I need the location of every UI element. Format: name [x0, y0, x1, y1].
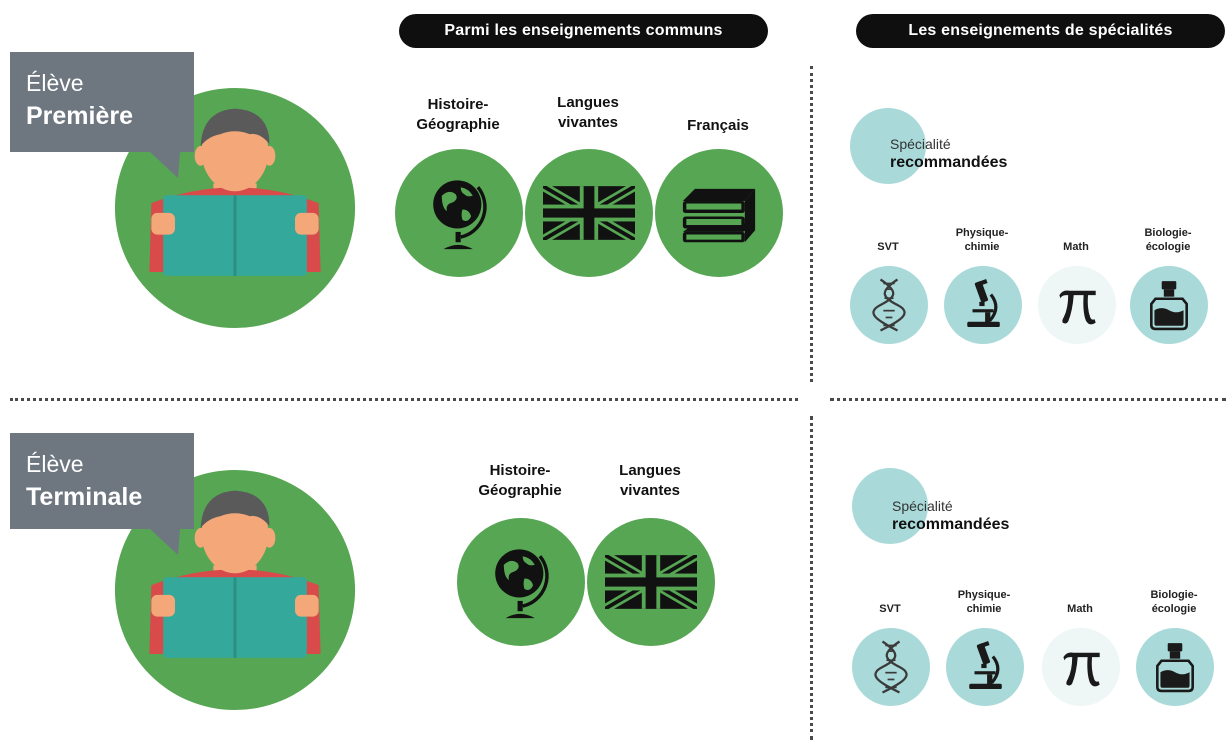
vertical-divider-bottom [810, 416, 813, 740]
subject-histoire [395, 149, 523, 277]
subject-francais [655, 149, 783, 277]
spec-math [1038, 266, 1116, 344]
spec-biologie [1136, 628, 1214, 706]
spec-biologie [1130, 266, 1208, 344]
dna-icon [874, 638, 908, 696]
spec-title-line1: Spécialité [890, 136, 951, 152]
microscope-icon [962, 278, 1004, 332]
spec-math [1042, 628, 1120, 706]
specialty-courses-header: Les enseignements de spécialités [856, 14, 1225, 48]
student-badge-premiere: Élève Première [10, 52, 194, 178]
spec-title-line2: recommandées [892, 516, 1010, 533]
flask-icon [1148, 279, 1190, 331]
spec-label-math: Math [1063, 241, 1089, 253]
dna-icon [872, 276, 906, 334]
spec-label-biologie: Biologie- écologie [1144, 227, 1192, 253]
subject-label-histoire: Histoire- Géographie [416, 96, 500, 133]
subject-langues [525, 149, 653, 277]
student-badge-line2: Première [26, 102, 134, 130]
spec-label-svt: SVT [879, 603, 901, 615]
spec-title-terminale: Spécialité recommandées [892, 498, 1009, 534]
flask-icon [1154, 641, 1196, 693]
student-badge-line1: Élève [26, 451, 84, 477]
spec-label-physique: Physique- chimie [957, 589, 1011, 615]
student-badge-terminale: Élève Terminale [10, 433, 194, 555]
spec-label-physique: Physique- chimie [955, 227, 1009, 253]
spec-title-line2: recommandées [890, 154, 1008, 171]
subject-label-langues: Langues vivantes [619, 462, 681, 499]
spec-title-line1: Spécialité [892, 498, 953, 514]
common-courses-header: Parmi les enseignements communs [399, 14, 768, 48]
spec-svt [850, 266, 928, 344]
subject-label-langues: Langues vivantes [557, 94, 619, 131]
student-badge-line2: Terminale [26, 483, 143, 511]
student-badge-line1: Élève [26, 70, 84, 96]
microscope-icon [964, 640, 1006, 694]
spec-label-svt: SVT [877, 241, 899, 253]
vertical-divider-top [810, 66, 813, 382]
uk-flag-icon [543, 186, 635, 240]
pi-icon [1059, 645, 1103, 689]
horizontal-divider-right [830, 398, 1226, 401]
subject-label-francais: Français [687, 117, 749, 134]
spec-physique [946, 628, 1024, 706]
spec-label-biologie: Biologie- écologie [1150, 589, 1198, 615]
pi-icon [1055, 283, 1099, 327]
uk-flag-icon [605, 555, 697, 609]
spec-title-blob [852, 468, 928, 544]
books-icon [676, 178, 762, 248]
spec-title-premiere: Spécialité recommandées [890, 136, 1007, 172]
subject-langues [587, 518, 715, 646]
globe-icon [416, 170, 502, 256]
spec-title-blob [850, 108, 926, 184]
globe-icon [478, 539, 564, 625]
spec-svt [852, 628, 930, 706]
subject-label-histoire: Histoire- Géographie [478, 462, 562, 499]
subject-histoire [457, 518, 585, 646]
horizontal-divider-left [10, 398, 798, 401]
spec-label-math: Math [1067, 603, 1093, 615]
spec-physique [944, 266, 1022, 344]
